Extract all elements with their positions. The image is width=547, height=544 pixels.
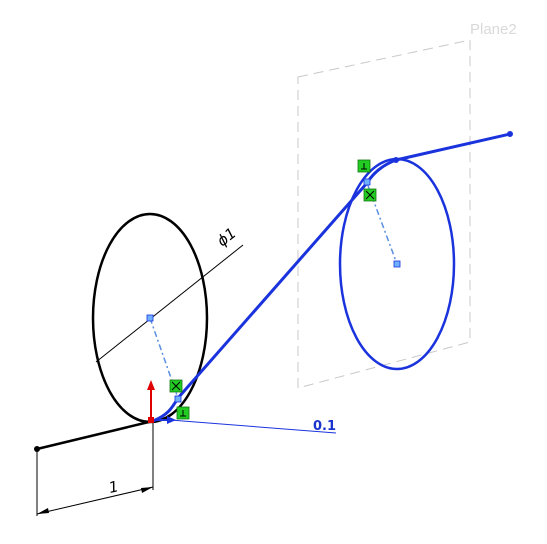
- length-arrow-right: [141, 487, 153, 493]
- diameter-dimension-line[interactable]: [95, 244, 244, 363]
- circle-center-left[interactable]: [146, 314, 154, 322]
- path-point-left[interactable]: [174, 395, 182, 403]
- sketch-line-left[interactable]: [36, 419, 154, 451]
- reference-plane[interactable]: Plane2: [297, 21, 517, 389]
- distance-dimension-line[interactable]: [169, 419, 337, 434]
- sketch-path-blue-connector[interactable]: [365, 132, 511, 184]
- distance-dimension-text[interactable]: 0.1: [313, 419, 336, 434]
- tangent-relation-icon[interactable]: [357, 159, 371, 173]
- sketch-endpoint-right[interactable]: [507, 131, 513, 137]
- sketch-path-blue[interactable]: [152, 182, 369, 423]
- path-point-right[interactable]: [363, 178, 371, 186]
- plane-outline[interactable]: [297, 39, 471, 389]
- diameter-dimension[interactable]: ϕ1: [95, 224, 244, 363]
- length-dimension-line[interactable]: [36, 486, 154, 515]
- sketch-circle-right[interactable]: [338, 157, 456, 371]
- length-arrow-left: [37, 508, 49, 514]
- coincident-relation-icon[interactable]: [169, 379, 183, 393]
- plane-label: Plane2: [470, 21, 517, 38]
- diameter-dimension-text[interactable]: ϕ1: [213, 224, 239, 250]
- coincident-relation-icon[interactable]: [363, 188, 377, 202]
- circle-center-right[interactable]: [393, 260, 401, 268]
- sketch-endpoint-left[interactable]: [34, 446, 40, 452]
- tangent-relation-icon[interactable]: [176, 406, 190, 420]
- distance-dimension[interactable]: 0.1: [169, 419, 337, 434]
- length-dimension-text[interactable]: 1: [107, 477, 120, 497]
- length-dimension[interactable]: 1: [36, 422, 154, 516]
- origin-icon[interactable]: [147, 380, 176, 424]
